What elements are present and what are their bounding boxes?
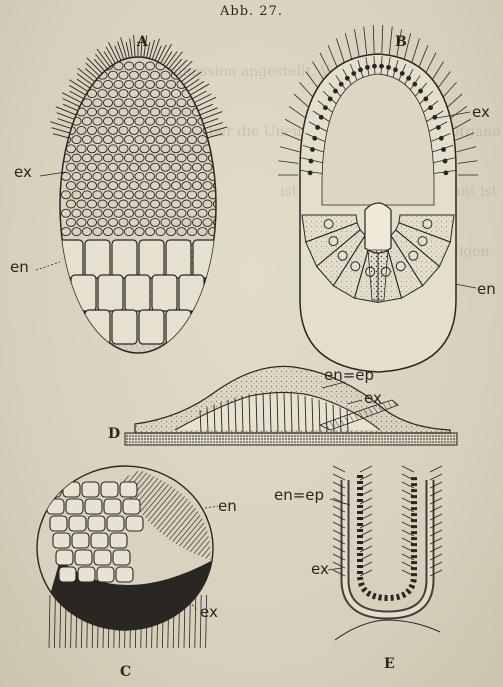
panel-e-ex-label: ex [311, 560, 329, 578]
panel-d-letter: D [108, 426, 120, 442]
panel-a-letter: A [137, 34, 148, 50]
panel-d-drawing [125, 366, 457, 445]
panel-d-ex-label: ex [364, 389, 382, 407]
panel-b-ex-label: ex [472, 103, 490, 121]
panel-e-letter: E [384, 656, 395, 672]
panel-c-en-label: en [218, 497, 237, 515]
panel-a-en-label: en [10, 258, 29, 276]
panel-a-drawing [36, 35, 231, 360]
panel-e-en-ep-label: en=ep [274, 486, 324, 504]
panel-c-drawing [37, 466, 218, 648]
panel-a-ex-label: ex [14, 163, 32, 181]
panel-b-letter: B [395, 34, 407, 50]
panel-c-letter: C [120, 664, 131, 680]
panel-e-drawing [328, 466, 442, 640]
panel-b-drawing [278, 25, 478, 372]
panel-b-en-label: en [477, 280, 496, 298]
panel-d-en-ep-label: en=ep [324, 366, 374, 384]
panel-c-ex-label: ex [200, 603, 218, 621]
